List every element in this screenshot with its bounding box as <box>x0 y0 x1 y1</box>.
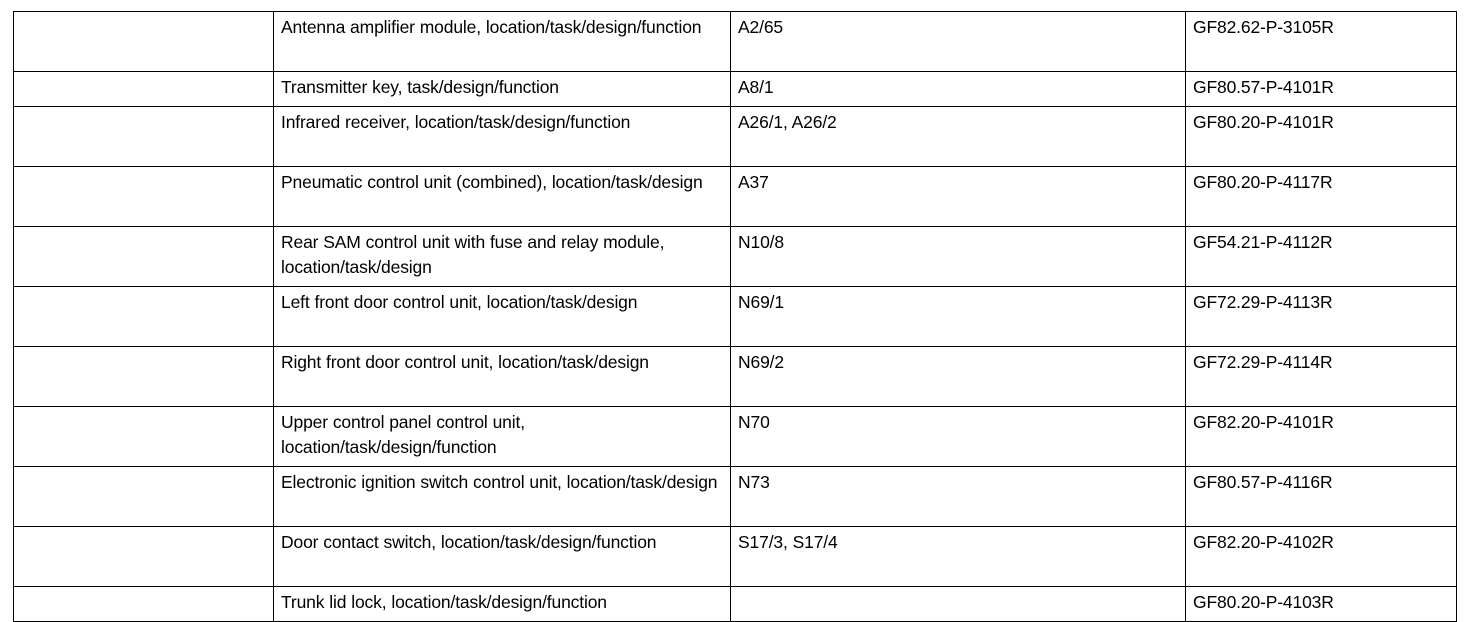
component-description-cell: Antenna amplifier module, location/task/… <box>273 11 731 72</box>
table-body: Antenna amplifier module, location/task/… <box>13 11 1457 622</box>
component-code-cell: N69/1 <box>730 286 1186 347</box>
row-marker-cell <box>13 166 274 227</box>
document-reference-cell: GF54.21-P-4112R <box>1185 226 1457 287</box>
component-code-cell: N69/2 <box>730 346 1186 407</box>
document-reference-cell: GF80.20-P-4103R <box>1185 586 1457 622</box>
row-marker-cell <box>13 106 274 167</box>
table-row: Trunk lid lock, location/task/design/fun… <box>13 586 1457 622</box>
component-code-cell: A26/1, A26/2 <box>730 106 1186 167</box>
document-reference-cell: GF72.29-P-4114R <box>1185 346 1457 407</box>
component-description-cell: Pneumatic control unit (combined), locat… <box>273 166 731 227</box>
component-code-cell <box>730 586 1186 622</box>
document-reference-cell: GF82.20-P-4101R <box>1185 406 1457 467</box>
component-code-cell: A2/65 <box>730 11 1186 72</box>
table-row: Infrared receiver, location/task/design/… <box>13 106 1457 167</box>
component-description-cell: Rear SAM control unit with fuse and rela… <box>273 226 731 287</box>
component-code-cell: N73 <box>730 466 1186 527</box>
component-description-cell: Upper control panel control unit, locati… <box>273 406 731 467</box>
document-reference-cell: GF80.57-P-4116R <box>1185 466 1457 527</box>
component-code-cell: S17/3, S17/4 <box>730 526 1186 587</box>
document-reference-cell: GF80.20-P-4117R <box>1185 166 1457 227</box>
table-row: Transmitter key, task/design/function A8… <box>13 71 1457 107</box>
document-reference-cell: GF80.57-P-4101R <box>1185 71 1457 107</box>
component-description-cell: Infrared receiver, location/task/design/… <box>273 106 731 167</box>
component-description-cell: Trunk lid lock, location/task/design/fun… <box>273 586 731 622</box>
document-reference-cell: GF82.20-P-4102R <box>1185 526 1457 587</box>
component-description-cell: Electronic ignition switch control unit,… <box>273 466 731 527</box>
table-row: Antenna amplifier module, location/task/… <box>13 11 1457 72</box>
table-row: Rear SAM control unit with fuse and rela… <box>13 226 1457 287</box>
document-reference-cell: GF82.62-P-3105R <box>1185 11 1457 72</box>
table-row: Door contact switch, location/task/desig… <box>13 526 1457 587</box>
document-reference-cell: GF72.29-P-4113R <box>1185 286 1457 347</box>
row-marker-cell <box>13 406 274 467</box>
component-description-cell: Left front door control unit, location/t… <box>273 286 731 347</box>
component-code-cell: N10/8 <box>730 226 1186 287</box>
table-row: Left front door control unit, location/t… <box>13 286 1457 347</box>
component-description-cell: Transmitter key, task/design/function <box>273 71 731 107</box>
table-row: Pneumatic control unit (combined), locat… <box>13 166 1457 227</box>
document-reference-cell: GF80.20-P-4101R <box>1185 106 1457 167</box>
row-marker-cell <box>13 346 274 407</box>
table-row: Upper control panel control unit, locati… <box>13 406 1457 467</box>
component-description-cell: Door contact switch, location/task/desig… <box>273 526 731 587</box>
row-marker-cell <box>13 526 274 587</box>
page-canvas: Antenna amplifier module, location/task/… <box>13 11 1457 622</box>
row-marker-cell <box>13 226 274 287</box>
component-code-cell: N70 <box>730 406 1186 467</box>
component-code-cell: A37 <box>730 166 1186 227</box>
row-marker-cell <box>13 286 274 347</box>
row-marker-cell <box>13 466 274 527</box>
component-description-cell: Right front door control unit, location/… <box>273 346 731 407</box>
row-marker-cell <box>13 11 274 72</box>
table-row: Right front door control unit, location/… <box>13 346 1457 407</box>
row-marker-cell <box>13 586 274 622</box>
row-marker-cell <box>13 71 274 107</box>
component-reference-table: Antenna amplifier module, location/task/… <box>13 11 1457 622</box>
table-row: Electronic ignition switch control unit,… <box>13 466 1457 527</box>
component-code-cell: A8/1 <box>730 71 1186 107</box>
